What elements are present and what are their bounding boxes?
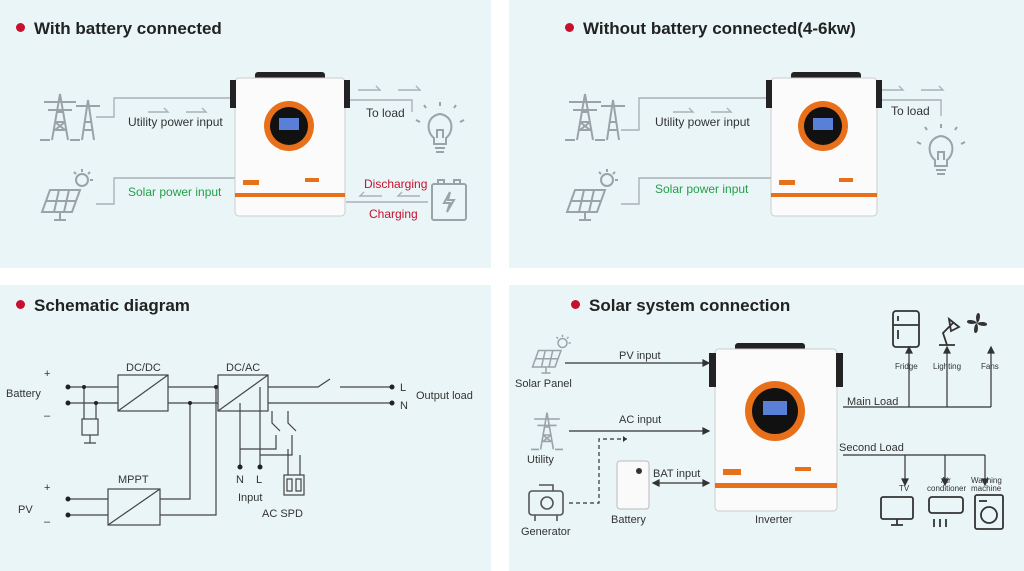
panel-title: Without battery connected(4-6kw) [565, 19, 856, 39]
utility-label: Utility [527, 454, 554, 466]
input-n: N [236, 474, 244, 486]
bulb-icon [916, 123, 966, 175]
main-load-label: Main Load [847, 396, 898, 408]
battery-label: Battery [6, 388, 41, 400]
utility-label: Utility power input [655, 115, 750, 129]
ac-input-label: AC input [619, 414, 661, 426]
flow-diagram: Utility power input Solar power input To… [564, 72, 966, 221]
flow-diagram: Utility power input Solar power input To… [39, 72, 467, 221]
solar-label: Solar power input [128, 185, 222, 199]
pylon-icon [564, 93, 626, 141]
title-text: Without battery connected(4-6kw) [583, 19, 856, 38]
input-label: Input [238, 492, 262, 504]
bullet-icon [16, 23, 25, 32]
pylon-icon [39, 93, 101, 141]
washing-label-1: Washing [971, 476, 1002, 485]
second-load-label: Second Load [839, 442, 904, 454]
pv-minus: – [44, 516, 51, 528]
panel-with-battery: With battery connected Utility power inp… [0, 0, 491, 268]
fans-label: Fans [981, 362, 999, 371]
fridge-icon [892, 310, 920, 348]
bulb-icon [415, 101, 465, 153]
battery-minus: – [44, 410, 51, 422]
air-conditioner-icon [928, 496, 964, 527]
discharging-label: Discharging [364, 177, 427, 191]
generator-label: Generator [521, 526, 571, 538]
ac-label-1: Air [941, 476, 951, 485]
panel-title: Solar system connection [571, 296, 790, 316]
title-text: Schematic diagram [34, 296, 190, 315]
output-n: N [400, 400, 408, 412]
pv-plus: + [44, 482, 50, 494]
washing-machine-icon [974, 494, 1004, 530]
inverter-icon [766, 72, 882, 217]
title-text: Solar system connection [589, 296, 791, 315]
fridge-label: Fridge [895, 362, 918, 371]
pylon-icon [530, 411, 564, 451]
charging-label: Charging [369, 207, 418, 221]
fan-icon [966, 312, 988, 334]
to-load-label: To load [366, 106, 405, 120]
panel-title: Schematic diagram [16, 296, 190, 316]
output-load-label: Output load [416, 390, 473, 402]
panel-title: With battery connected [16, 19, 222, 39]
ac-label-2: conditioner [927, 484, 966, 493]
dcac-label: DC/AC [226, 362, 260, 374]
bullet-icon [565, 23, 574, 32]
panel-schematic: Schematic diagram [0, 285, 491, 571]
solar-panel-icon [41, 168, 94, 221]
lighting-label: Lighting [933, 362, 961, 371]
tv-icon [880, 496, 914, 526]
tv-label: TV [899, 484, 910, 493]
mppt-label: MPPT [118, 474, 149, 486]
solar-panel-icon [531, 334, 572, 374]
bullet-icon [16, 300, 25, 309]
title-text: With battery connected [34, 19, 222, 38]
inverter-icon [230, 72, 350, 217]
panel-solar-system: Solar system connection [509, 285, 1024, 571]
system-diagram: Solar Panel PV input Utility AC input Ge… [515, 310, 1004, 538]
pv-input-label: PV input [619, 350, 661, 362]
battery-plus: + [44, 368, 50, 380]
washing-label-2: machine [971, 484, 1002, 493]
solar-label: Solar power input [655, 182, 749, 196]
inverter-label: Inverter [755, 514, 793, 526]
solar-panel-label: Solar Panel [515, 378, 572, 390]
bat-input-label: BAT input [653, 468, 700, 480]
output-l: L [400, 382, 406, 394]
dcdc-label: DC/DC [126, 362, 161, 374]
battery-icon [616, 460, 650, 510]
solar-panel-icon [566, 168, 619, 221]
schematic-diagram: + – Battery + – PV DC/DC DC/AC MPPT L N … [6, 362, 473, 528]
ac-spd-label: AC SPD [262, 508, 303, 520]
to-load-label: To load [891, 104, 930, 118]
battery-label: Battery [611, 514, 646, 526]
panel-without-battery: Without battery connected(4-6kw) Utility… [509, 0, 1024, 268]
generator-icon [528, 484, 564, 521]
battery-icon [431, 179, 467, 221]
bullet-icon [571, 300, 580, 309]
lamp-icon [939, 316, 961, 346]
utility-label: Utility power input [128, 115, 223, 129]
inverter-icon [709, 343, 843, 512]
pv-label: PV [18, 504, 33, 516]
input-l: L [256, 474, 262, 486]
